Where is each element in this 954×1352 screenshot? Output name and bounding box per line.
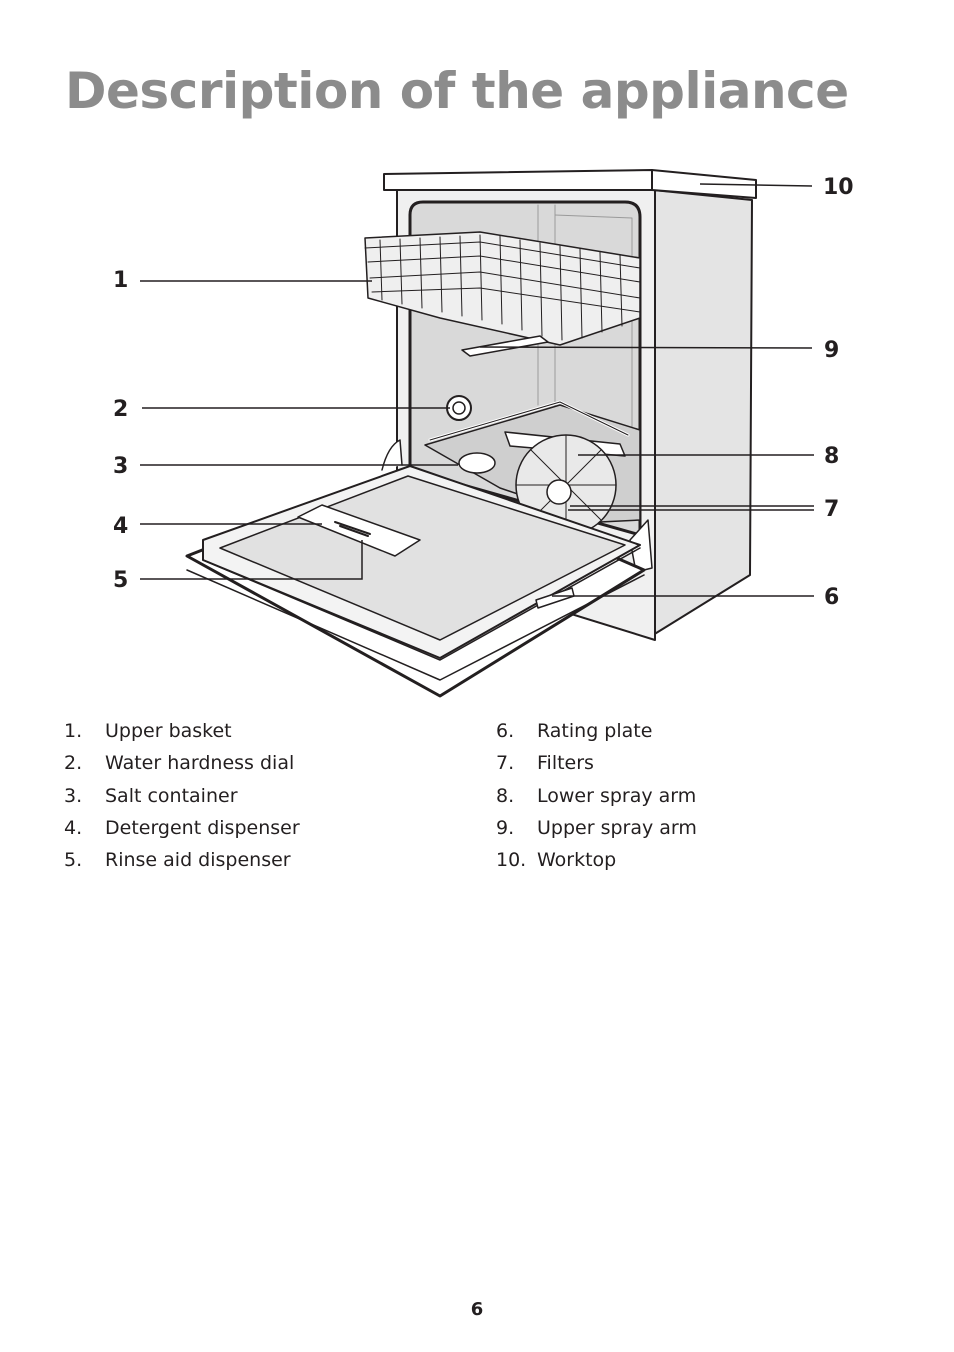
callout-5: 5: [113, 568, 128, 593]
legend-label: Lower spray arm: [537, 784, 697, 807]
legend-item: 8. Lower spray arm: [496, 781, 697, 813]
legend-item: 9. Upper spray arm: [496, 813, 697, 845]
upper-basket-drawing: [364, 231, 641, 346]
legend-number: 10.: [496, 849, 527, 872]
callout-1: 1: [113, 268, 128, 293]
legend-item: 3. Salt container: [64, 781, 300, 813]
callout-9: 9: [824, 338, 839, 363]
legend-label: Worktop: [537, 849, 617, 872]
page-title: Description of the appliance: [65, 62, 849, 120]
legend-item: 7. Filters: [496, 748, 697, 780]
legend-number: 5.: [64, 849, 83, 872]
callout-2: 2: [113, 397, 128, 422]
legend-label: Filters: [537, 752, 594, 775]
legend-left-column: 1. Upper basket 2. Water hardness dial 3. S…: [64, 716, 300, 877]
legend-number: 8.: [496, 784, 515, 807]
legend-label: Water hardness dial: [105, 752, 295, 775]
legend-label: Rinse aid dispenser: [105, 849, 291, 872]
legend-label: Rating plate: [537, 720, 653, 742]
legend-number: 6.: [496, 720, 515, 742]
legend-right-column: 6. Rating plate 7. Filters 8. Lower spray a…: [496, 716, 697, 877]
legend-number: 2.: [64, 752, 83, 775]
callout-4: 4: [113, 514, 128, 539]
legend-number: 9.: [496, 816, 515, 839]
legend-item: 1. Upper basket: [64, 716, 300, 748]
legend-number: 3.: [64, 784, 83, 807]
legend-item: 5. Rinse aid dispenser: [64, 845, 300, 877]
legend-label: Upper spray arm: [537, 816, 697, 839]
callout-7: 7: [824, 497, 839, 522]
legend-label: Salt container: [105, 784, 238, 807]
legend-number: 1.: [64, 720, 83, 742]
page-number: 6: [470, 1299, 484, 1320]
legend-label: Upper basket: [105, 720, 232, 742]
legend-label: Detergent dispenser: [105, 816, 300, 839]
callout-10: 10: [823, 175, 854, 200]
callout-6: 6: [824, 585, 839, 610]
legend-item: 6. Rating plate: [496, 716, 697, 748]
legend-item: 10. Worktop: [496, 845, 697, 877]
legend-number: 7.: [496, 752, 515, 775]
callout-3: 3: [113, 454, 128, 479]
dishwasher-diagram: 1 2 3 4 5 6 7 8 9 10: [113, 169, 854, 698]
callout-8: 8: [824, 444, 839, 469]
legend-item: 2. Water hardness dial: [64, 748, 300, 780]
legend-number: 4.: [64, 816, 83, 839]
legend-item: 4. Detergent dispenser: [64, 813, 300, 845]
